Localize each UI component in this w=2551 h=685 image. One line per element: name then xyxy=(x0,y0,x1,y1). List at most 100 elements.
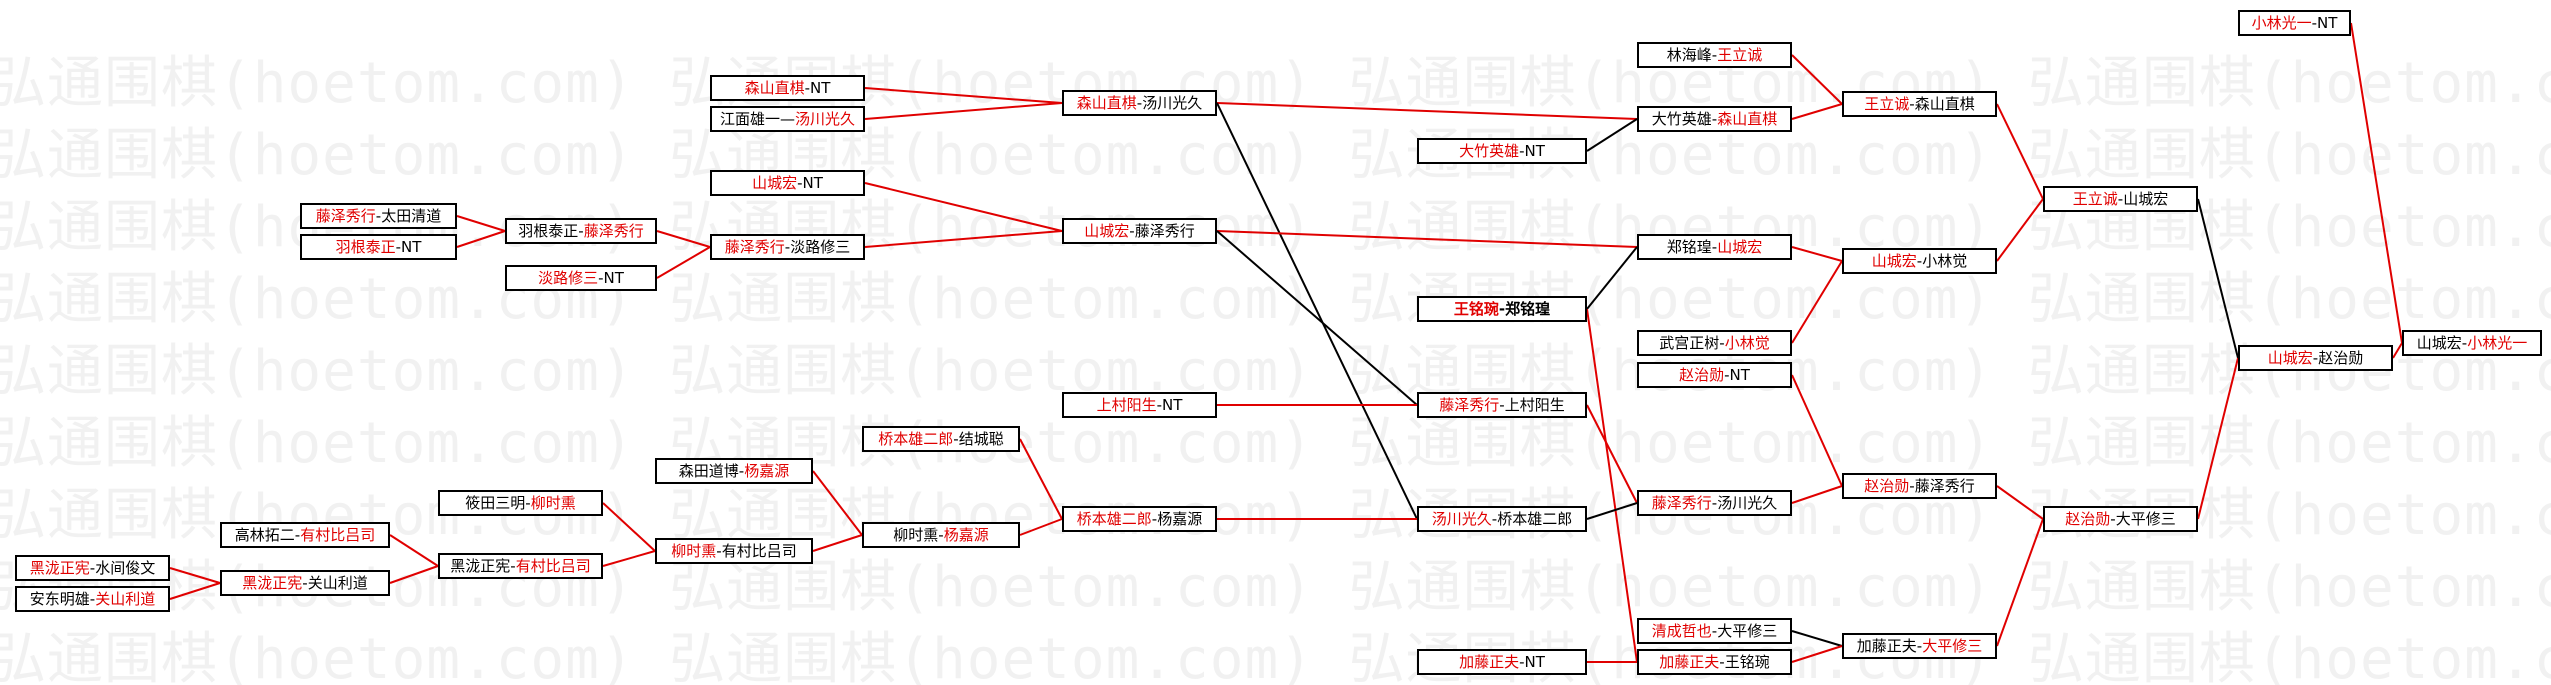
match-box: 黑泷正宪-关山利道 xyxy=(220,570,390,596)
connector-line xyxy=(1586,246,1638,310)
connector-line xyxy=(864,182,1063,232)
connector-line xyxy=(1791,645,1843,663)
player-left: 赵治勋 xyxy=(2065,510,2111,528)
player-left: 森山直棋 xyxy=(1076,94,1137,112)
player-left: 桥本雄二郎 xyxy=(878,430,954,448)
player-left: 大竹英雄 xyxy=(1459,142,1520,160)
player-right: NT xyxy=(810,79,831,97)
separator: - xyxy=(953,430,959,448)
match-box: 赵治勋-NT xyxy=(1637,362,1792,388)
player-left: 森田道博 xyxy=(678,462,739,480)
player-right: 郑铭瑝 xyxy=(1505,300,1551,318)
player-left: 小林光一 xyxy=(2251,14,2312,32)
match-box: 山城宏-NT xyxy=(710,170,865,196)
separator: — xyxy=(780,110,795,128)
player-left: 大竹英雄 xyxy=(1651,110,1712,128)
separator: - xyxy=(2312,349,2319,367)
player-left: 藤泽秀行 xyxy=(724,238,785,256)
player-right: 关山利道 xyxy=(95,590,156,608)
player-left: 黑泷正宪 xyxy=(242,574,303,592)
player-right: 藤泽秀行 xyxy=(1914,477,1975,495)
player-right: NT xyxy=(1524,653,1545,671)
player-right: 杨嘉源 xyxy=(1157,510,1203,528)
separator: - xyxy=(1499,396,1505,414)
separator: - xyxy=(1156,396,1163,414)
match-box: 森山直棋-汤川光久 xyxy=(1062,90,1217,116)
separator: - xyxy=(578,222,584,240)
player-right: 小林觉 xyxy=(1724,334,1770,352)
player-left: 筱田三明 xyxy=(465,494,526,512)
match-box: 山城宏-藤泽秀行 xyxy=(1062,218,1217,244)
match-box: 山城宏-赵治勋 xyxy=(2238,345,2393,371)
match-box: 林海峰-王立诚 xyxy=(1637,42,1792,68)
separator: - xyxy=(1909,477,1915,495)
player-right: 杨嘉源 xyxy=(943,526,989,544)
connector-line xyxy=(1216,102,1638,120)
watermark-row: 弘通围棋(hoetom.com) 弘通围棋(hoetom.com) 弘通围棋(h… xyxy=(0,267,2551,332)
connector-line xyxy=(812,534,863,552)
separator: - xyxy=(1519,142,1525,160)
player-right: 王铭琬 xyxy=(1724,653,1770,671)
separator: - xyxy=(2117,190,2124,208)
separator: - xyxy=(1711,46,1718,64)
connector-line xyxy=(1791,54,1843,105)
watermark-row: 弘通围棋(hoetom.com) 弘通围棋(hoetom.com) 弘通围棋(h… xyxy=(0,555,2551,620)
separator: - xyxy=(1711,622,1718,640)
player-left: 山城宏 xyxy=(2416,334,2462,352)
player-right: 山城宏 xyxy=(1717,238,1763,256)
player-right: 柳时熏 xyxy=(530,494,576,512)
match-box: 赵治勋-藤泽秀行 xyxy=(1842,473,1997,499)
match-box: 桥本雄二郎-杨嘉源 xyxy=(1062,506,1217,532)
player-right: 森山直棋 xyxy=(1717,110,1778,128)
connector-line xyxy=(1996,103,2044,200)
player-left: 赵治勋 xyxy=(1864,477,1910,495)
connector-line xyxy=(1586,118,1638,152)
player-left: 安东明雄 xyxy=(29,590,90,608)
match-box: 山城宏-小林光一 xyxy=(2402,330,2542,356)
player-right: 王立诚 xyxy=(1717,46,1763,64)
player-left: 黑泷正宪 xyxy=(29,559,90,577)
player-right: 上村阳生 xyxy=(1504,396,1565,414)
match-box: 藤泽秀行-太田清道 xyxy=(300,203,457,229)
match-box: 清成哲也-大平修三 xyxy=(1637,618,1792,644)
match-box: 淡路修三-NT xyxy=(505,265,657,291)
separator: - xyxy=(1719,334,1725,352)
separator: - xyxy=(1711,110,1718,128)
match-box: 黑泷正宪-有村比吕司 xyxy=(438,553,603,579)
connector-line xyxy=(2197,198,2239,359)
match-box: 王立诚-山城宏 xyxy=(2043,186,2198,212)
player-left: 藤泽秀行 xyxy=(315,207,376,225)
connector-line xyxy=(2392,342,2403,359)
player-right: 小林光一 xyxy=(2467,334,2528,352)
match-box: 高林拓二-有村比吕司 xyxy=(220,522,390,548)
match-box: 羽根泰正-NT xyxy=(300,234,457,260)
match-box: 羽根泰正-藤泽秀行 xyxy=(505,218,657,244)
connector-line xyxy=(389,565,439,584)
player-left: 加藤正夫 xyxy=(1856,637,1917,655)
connector-line xyxy=(456,215,506,232)
watermark-row: 弘通围棋(hoetom.com) 弘通围棋(hoetom.com) 弘通围棋(h… xyxy=(0,339,2551,404)
connector-line xyxy=(1586,404,1638,504)
player-right: 藤泽秀行 xyxy=(583,222,644,240)
connector-line xyxy=(1996,198,2044,262)
player-left: 山城宏 xyxy=(1871,252,1917,270)
player-left: 藤泽秀行 xyxy=(1651,494,1712,512)
match-box: 桥本雄二郎-结城聪 xyxy=(862,426,1020,452)
match-box: 山城宏-小林觉 xyxy=(1842,248,1997,274)
player-right: 结城聪 xyxy=(958,430,1004,448)
player-right: NT xyxy=(1162,396,1183,414)
player-left: 森山直棋 xyxy=(744,79,805,97)
connector-line xyxy=(1019,438,1063,520)
player-left: 王铭琬 xyxy=(1453,300,1499,318)
player-left: 淡路修三 xyxy=(538,269,599,287)
match-box: 上村阳生-NT xyxy=(1062,392,1217,418)
player-right: 赵治勋 xyxy=(2318,349,2364,367)
connector-line xyxy=(656,246,711,279)
match-box: 柳时熏-有村比吕司 xyxy=(655,538,813,564)
separator: - xyxy=(1909,95,1915,113)
match-box: 安东明雄-关山利道 xyxy=(15,586,170,612)
watermark-row: 弘通围棋(hoetom.com) 弘通围棋(hoetom.com) 弘通围棋(h… xyxy=(0,411,2551,476)
player-left: 汤川光久 xyxy=(1431,510,1492,528)
player-right: 有村比吕司 xyxy=(721,542,797,560)
